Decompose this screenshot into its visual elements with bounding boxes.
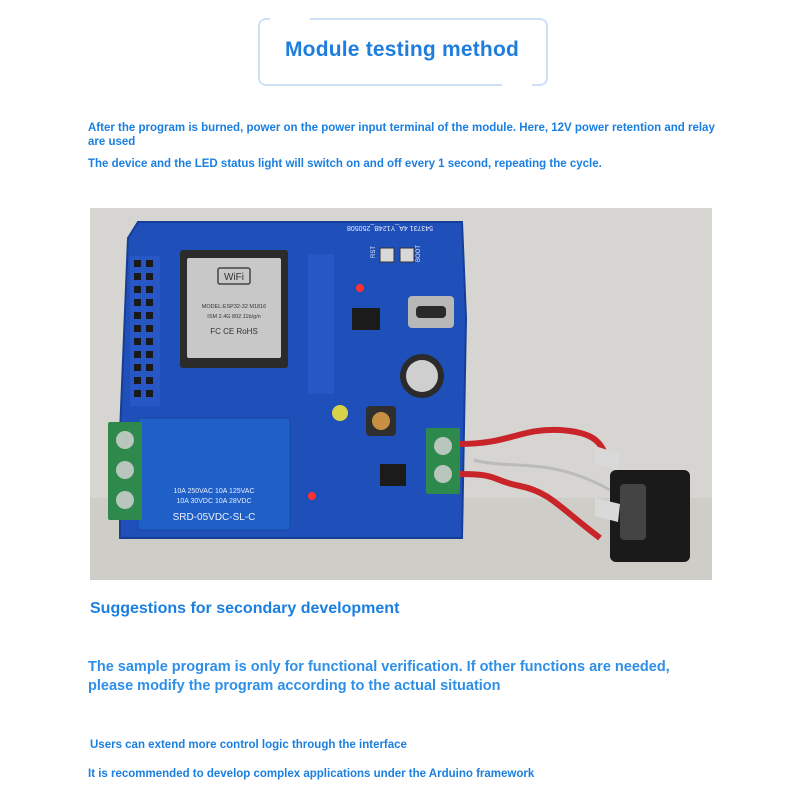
pcb-illustration: WiFi MODEL:ESP32-32 M1816 ISM 2.4G 802.1… <box>90 208 712 580</box>
rst-button <box>379 247 395 263</box>
intro-text-1: After the program is burned, power on th… <box>88 122 715 148</box>
module-band: ISM 2.4G 802.11b/g/n <box>207 314 260 320</box>
module-photo: WiFi MODEL:ESP32-32 M1816 ISM 2.4G 802.1… <box>90 208 712 580</box>
esp32-shield <box>187 258 281 358</box>
jack-pin-1 <box>595 446 620 470</box>
red-wire-2 <box>459 471 602 541</box>
driver-chip <box>380 464 406 486</box>
extend-logic-note: Users can extend more control logic thro… <box>90 739 407 751</box>
power-led <box>356 284 364 292</box>
wifi-label: WiFi <box>224 272 244 283</box>
title-frame <box>258 18 548 86</box>
relay-model: SRD-05VDC-SL-C <box>173 512 256 523</box>
sample-program-paragraph: The sample program is only for functiona… <box>88 659 670 694</box>
red-wire-1 <box>459 426 608 456</box>
relay-rating-1: 10A 250VAC 10A 125VAC <box>173 488 254 495</box>
boot-button <box>399 247 415 263</box>
status-led <box>308 492 316 500</box>
secondary-development-title: Suggestions for secondary development <box>90 600 400 617</box>
module-model: MODEL:ESP32-32 M1816 <box>202 304 267 310</box>
pcb-code: 543731 4A_Y124B_250508 <box>347 224 433 231</box>
relay-rating-2: 10A 30VDC 10A 28VDC <box>176 498 251 505</box>
bare-wire <box>473 458 611 492</box>
intro-text-2: The device and the LED status light will… <box>88 158 602 170</box>
module-marks: FC CE RoHS <box>210 327 258 336</box>
capacitor-small <box>332 405 348 421</box>
boot-label: BOOT <box>416 245 422 262</box>
title-banner: Module testing method <box>258 18 548 86</box>
page-title: Module testing method <box>284 38 520 61</box>
rst-label: RST <box>371 246 377 258</box>
regulator-chip <box>352 308 380 330</box>
arduino-note: It is recommended to develop complex app… <box>88 768 535 780</box>
jack-pin-2 <box>595 498 620 522</box>
